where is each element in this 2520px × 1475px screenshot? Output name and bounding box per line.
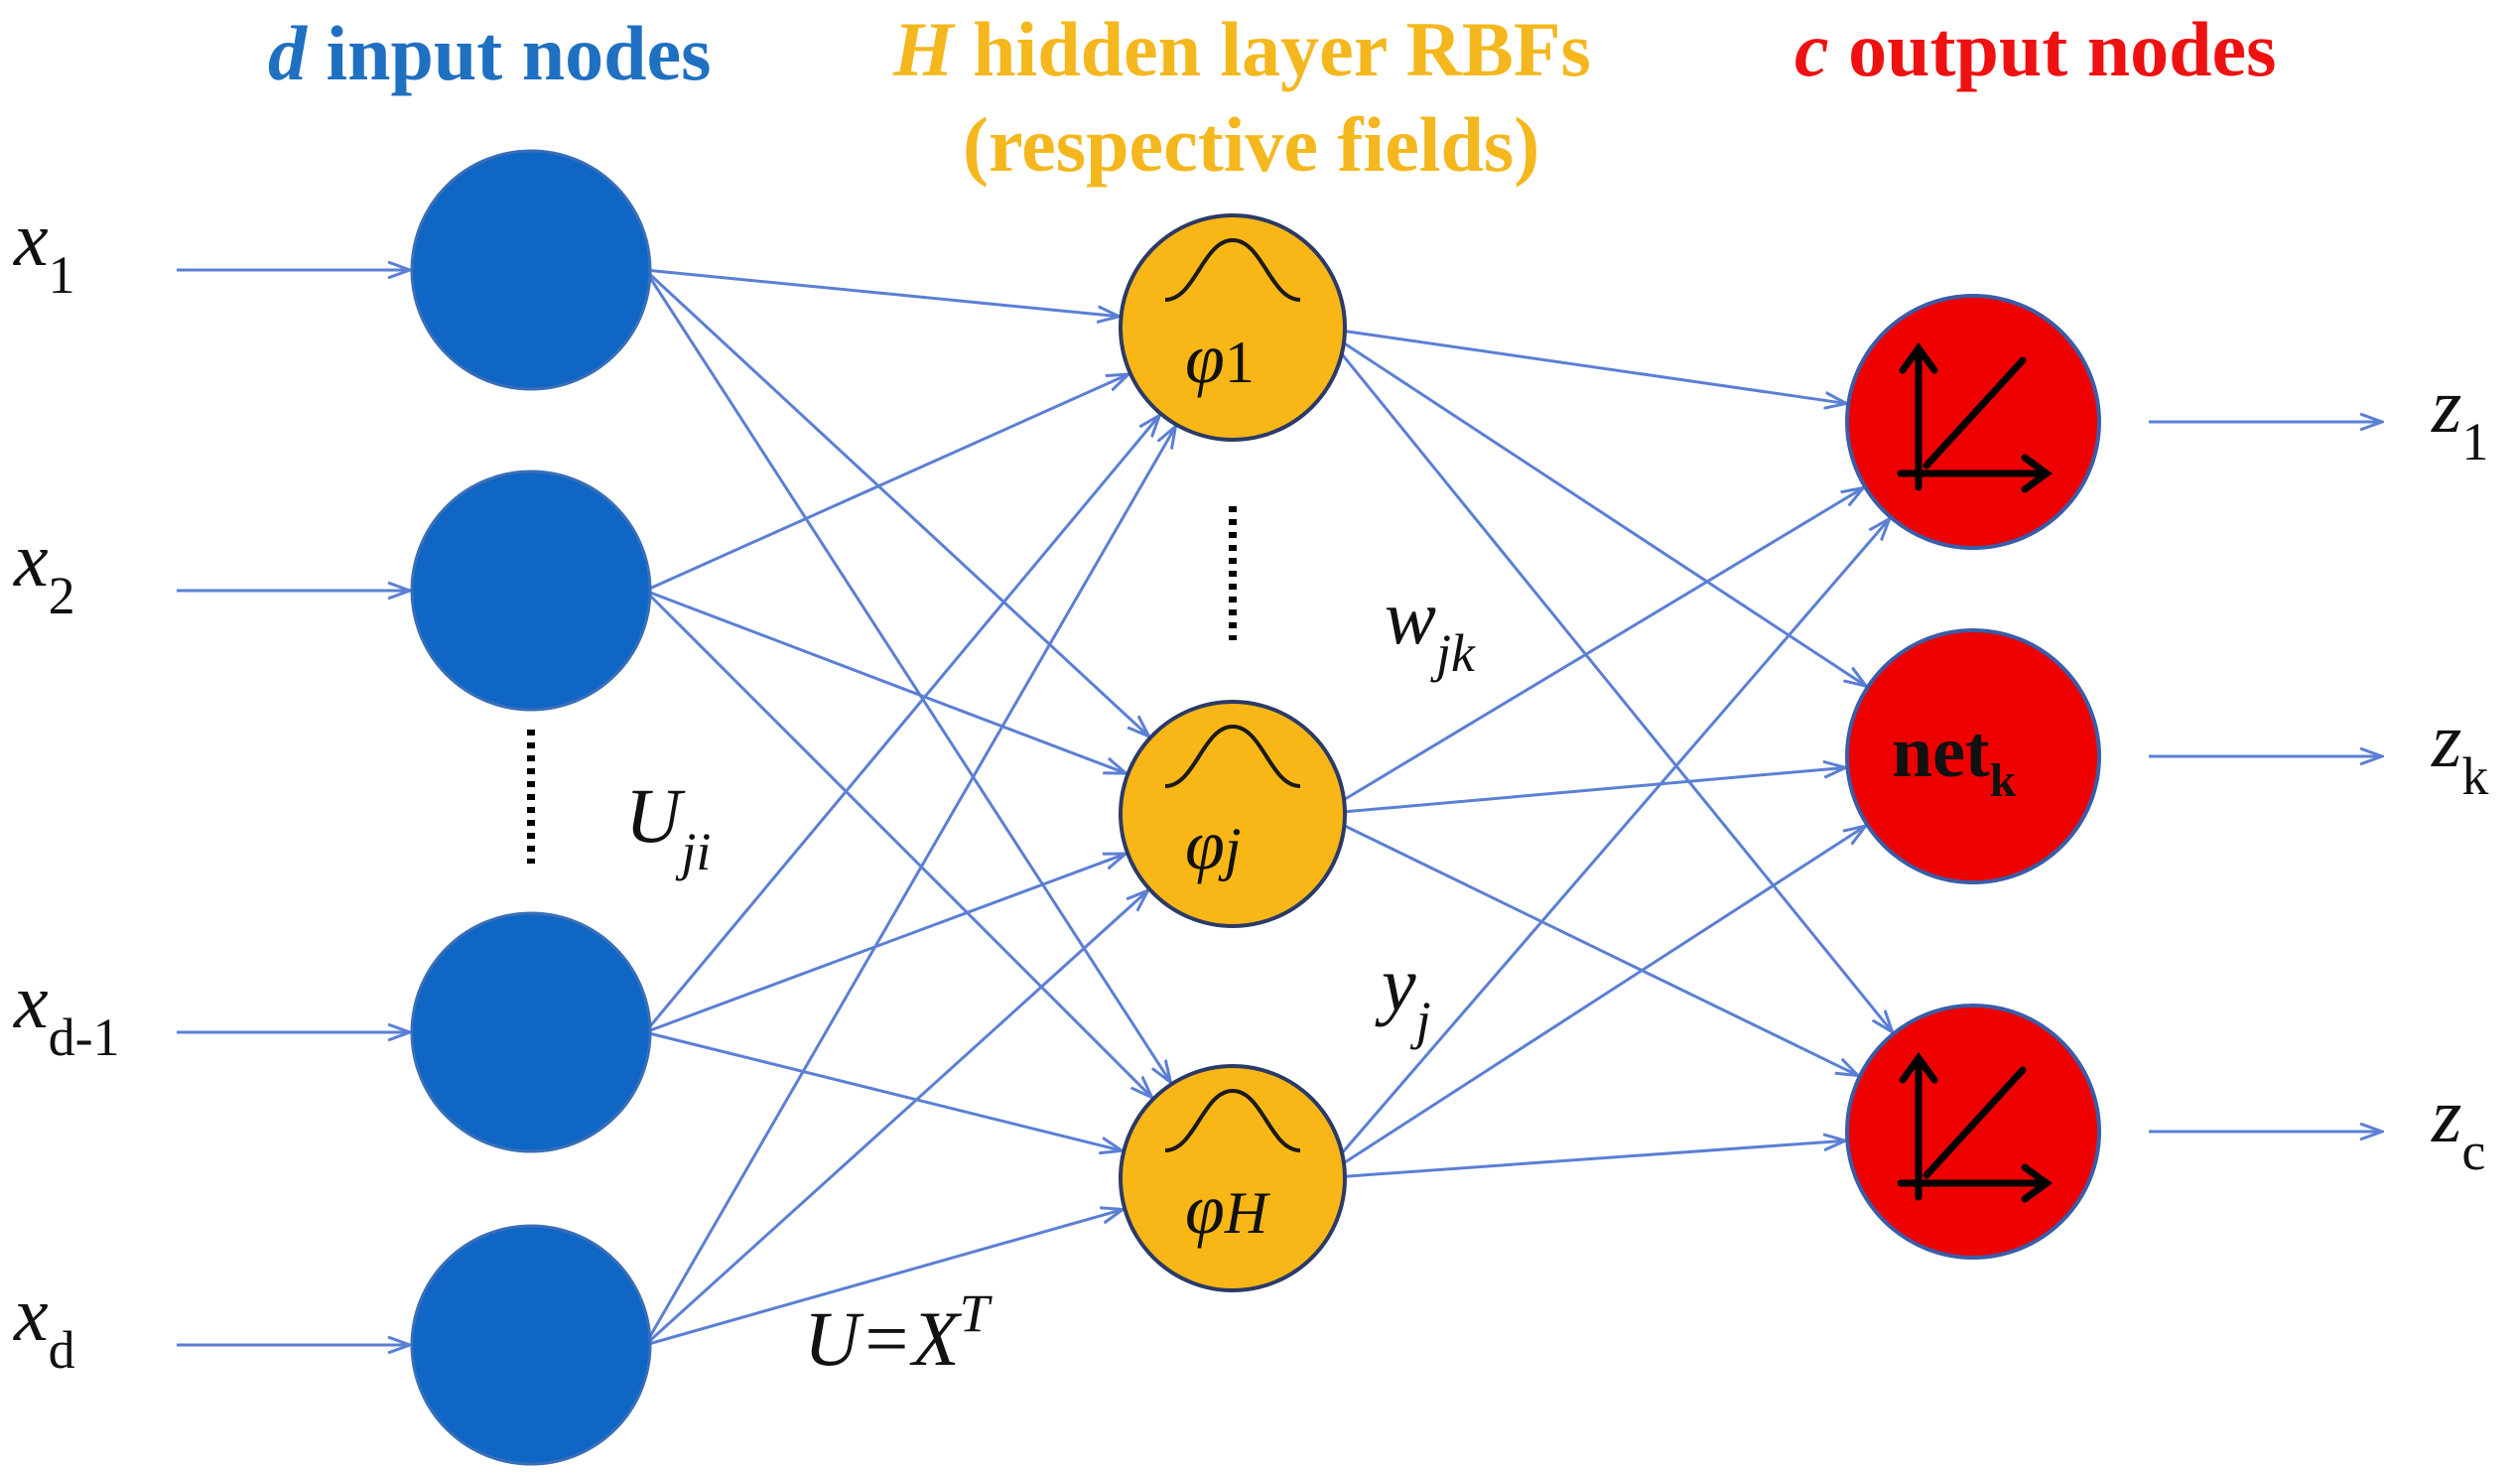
output-label: zc bbox=[2431, 1072, 2485, 1181]
hidden-rbf-node bbox=[1119, 213, 1347, 442]
input-node bbox=[410, 149, 652, 391]
linear-activation-icon bbox=[1897, 1052, 2053, 1203]
u-ji-label: Uji bbox=[625, 772, 711, 881]
linear-activation-icon bbox=[1897, 342, 2053, 493]
y-j-label: yj bbox=[1375, 941, 1431, 1050]
input-label: x2 bbox=[13, 516, 75, 625]
hidden-output-edge bbox=[1339, 487, 1863, 804]
u-equals-x-transpose-label: U=XT bbox=[804, 1283, 994, 1382]
hidden-output-edge bbox=[1339, 826, 1866, 1167]
hidden-node-label: φ1 bbox=[1185, 319, 1255, 398]
output-label: zk bbox=[2431, 697, 2488, 806]
hidden-output-edge bbox=[1339, 822, 1858, 1076]
hidden-output-edge bbox=[1339, 1140, 1845, 1179]
hidden-output-edge bbox=[1339, 329, 1846, 404]
gaussian-icon bbox=[1164, 1088, 1301, 1152]
hidden-output-edge bbox=[1339, 767, 1845, 814]
input-hidden-edge bbox=[644, 589, 1127, 773]
gaussian-icon bbox=[1164, 724, 1301, 788]
input-node bbox=[410, 469, 652, 712]
hidden-output-edge bbox=[1338, 519, 1890, 1157]
input-hidden-edge bbox=[643, 427, 1175, 1346]
output-layer-title: c output nodes bbox=[1794, 6, 2276, 92]
hidden-output-edge bbox=[1338, 350, 1893, 1032]
input-hidden-edge bbox=[644, 854, 1126, 1034]
input-label: xd-1 bbox=[13, 958, 120, 1067]
hidden-node-label: φj bbox=[1185, 805, 1242, 884]
hidden-rbf-node bbox=[1119, 1064, 1347, 1292]
output-node bbox=[1845, 294, 2101, 550]
input-layer-title: d input nodes bbox=[268, 10, 712, 96]
input-hidden-edge bbox=[644, 268, 1120, 317]
gaussian-icon bbox=[1164, 237, 1301, 302]
input-hidden-edge bbox=[644, 1209, 1123, 1347]
hidden-rbf-node bbox=[1119, 700, 1347, 928]
input-hidden-edge bbox=[643, 269, 1171, 1082]
hidden-node-label: φH bbox=[1185, 1169, 1271, 1249]
input-label: x1 bbox=[13, 196, 75, 305]
input-label: xd bbox=[13, 1271, 75, 1380]
output-node bbox=[1845, 1004, 2101, 1260]
hidden-layer-subtitle: (respective fields) bbox=[963, 101, 1539, 188]
w-jk-label: wjk bbox=[1385, 574, 1476, 683]
input-node bbox=[410, 1224, 652, 1466]
input-hidden-edge bbox=[643, 890, 1148, 1347]
input-hidden-edge bbox=[643, 268, 1149, 737]
input-hidden-edge bbox=[644, 1030, 1122, 1150]
output-node bbox=[1845, 628, 2101, 884]
input-hidden-edge bbox=[644, 374, 1128, 593]
input-hidden-edge bbox=[643, 589, 1152, 1098]
connection-edges bbox=[177, 270, 2382, 1345]
input-hidden-edge bbox=[643, 415, 1159, 1033]
input-node bbox=[410, 911, 652, 1153]
hidden-output-edge bbox=[1339, 338, 1866, 686]
output-label: z1 bbox=[2431, 362, 2488, 471]
hidden-layer-title: H hidden layer RBFs bbox=[892, 6, 1591, 92]
